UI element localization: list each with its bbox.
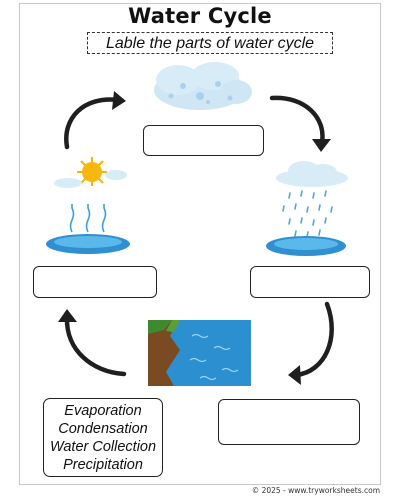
condensation-cloud-icon <box>154 62 252 110</box>
evaporation-sun-icon <box>77 157 107 186</box>
answer-box-left[interactable] <box>33 266 157 298</box>
footer-credit: © 2025 - www.tryworksheets.com <box>251 486 380 495</box>
rain-cloud-icon <box>276 161 348 187</box>
word-bank-item: Precipitation <box>63 457 143 473</box>
instruction-label: Lable the parts of water cycle <box>87 32 333 54</box>
answer-box-right[interactable] <box>250 266 370 298</box>
answer-box-top[interactable] <box>143 125 264 156</box>
word-bank: Evaporation Condensation Water Collectio… <box>43 398 163 477</box>
word-bank-item: Condensation <box>58 421 148 437</box>
left-pond-icon <box>46 234 130 254</box>
raindrops-icon <box>282 190 333 238</box>
small-cloud-icon <box>54 170 127 188</box>
word-bank-item: Water Collection <box>49 439 157 455</box>
water-collection-scene-icon <box>148 320 251 386</box>
worksheet-title: Water Cycle <box>128 4 272 28</box>
right-pond-icon <box>266 236 346 256</box>
word-bank-item: Evaporation <box>64 403 142 419</box>
steam-arrows-icon <box>69 204 107 233</box>
answer-box-bottom[interactable] <box>218 399 360 445</box>
cycle-arrows <box>64 95 334 378</box>
